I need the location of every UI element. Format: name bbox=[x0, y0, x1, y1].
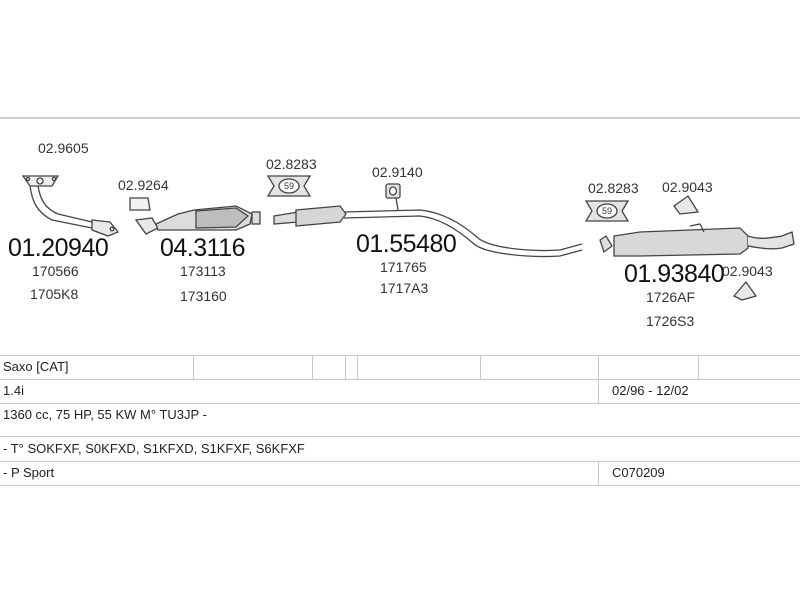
rear-silencer-oe-number-1: 1726AF bbox=[646, 289, 696, 305]
vehicle-model: Saxo [CAT] bbox=[3, 359, 69, 374]
table-row-types bbox=[0, 436, 800, 437]
rear-silencer-part-number[interactable]: 01.93840 bbox=[624, 260, 725, 288]
column-divider bbox=[193, 355, 194, 379]
front-pipe-icon bbox=[29, 185, 120, 237]
mount-2-part-number[interactable]: 02.9043 bbox=[662, 179, 713, 195]
ring-clamp-1-part-number[interactable]: 02.8283 bbox=[266, 156, 317, 172]
middle-silencer-oe-number-2: 1717A3 bbox=[380, 280, 429, 296]
middle-silencer-oe-number-1: 171765 bbox=[380, 259, 427, 275]
column-divider bbox=[698, 355, 699, 379]
vehicle-period: 02/96 - 12/02 bbox=[612, 383, 689, 398]
exhaust-system-drawing: 59 59 bbox=[21, 175, 795, 301]
column-divider bbox=[598, 355, 599, 379]
catalyst-oe-number-2: 173160 bbox=[180, 288, 227, 304]
gasket-1-part-number[interactable]: 02.9605 bbox=[38, 140, 89, 156]
catalytic-converter-icon bbox=[134, 205, 261, 235]
vehicle-code: C070209 bbox=[612, 465, 665, 480]
rear-silencer-oe-number-2: 1726S3 bbox=[646, 313, 695, 329]
flange-gasket-1-icon bbox=[21, 175, 60, 187]
ring-clamp-1-mark: 59 bbox=[284, 181, 294, 191]
front-pipe-part-number[interactable]: 01.20940 bbox=[8, 234, 109, 262]
catalyst-oe-number-1: 173113 bbox=[180, 263, 226, 279]
vehicle-specs: 1360 cc, 75 HP, 55 KW M° TU3JP - bbox=[3, 407, 207, 422]
vehicle-version: - P Sport bbox=[3, 465, 55, 480]
flange-gasket-2-icon bbox=[129, 197, 151, 211]
vehicle-engine: 1.4i bbox=[3, 383, 24, 398]
mount-3-part-number[interactable]: 02.9043 bbox=[722, 263, 773, 279]
gasket-2-part-number[interactable]: 02.9264 bbox=[118, 177, 169, 193]
table-bottom-border bbox=[0, 485, 800, 486]
table-row-specs bbox=[0, 403, 800, 404]
vehicle-types: - T° SOKFXF, S0KFXD, S1KFXD, S1KFXF, S6K… bbox=[3, 441, 305, 456]
catalyst-part-number[interactable]: 04.3116 bbox=[160, 234, 246, 262]
column-divider bbox=[480, 355, 481, 379]
rear-silencer-icon bbox=[599, 223, 795, 257]
column-divider bbox=[598, 461, 599, 485]
table-row-engine bbox=[0, 379, 800, 380]
rubber-mount-1-icon bbox=[385, 183, 401, 199]
column-divider bbox=[345, 355, 346, 379]
middle-silencer-part-number[interactable]: 01.55480 bbox=[356, 230, 457, 258]
column-divider bbox=[312, 355, 313, 379]
diagram-top-border bbox=[0, 117, 800, 119]
rubber-mount-3-icon bbox=[732, 280, 758, 301]
mount-1-part-number[interactable]: 02.9140 bbox=[372, 164, 423, 180]
parts-diagram: 59 59 02.9605 01.20940 170566 1705K8 02.… bbox=[0, 117, 800, 329]
middle-silencer-icon bbox=[273, 197, 583, 258]
front-pipe-oe-number-2: 1705K8 bbox=[30, 286, 79, 302]
column-divider bbox=[598, 379, 599, 403]
table-row-version bbox=[0, 461, 800, 462]
ring-clamp-2-mark: 59 bbox=[602, 206, 612, 216]
ring-clamp-2-icon bbox=[584, 200, 630, 222]
rubber-mount-2-icon bbox=[673, 195, 700, 215]
table-row-model bbox=[0, 355, 800, 356]
ring-clamp-2-part-number[interactable]: 02.8283 bbox=[588, 180, 639, 196]
ring-clamp-1-icon bbox=[266, 175, 312, 197]
column-divider bbox=[357, 355, 358, 379]
front-pipe-oe-number-1: 170566 bbox=[32, 263, 79, 279]
